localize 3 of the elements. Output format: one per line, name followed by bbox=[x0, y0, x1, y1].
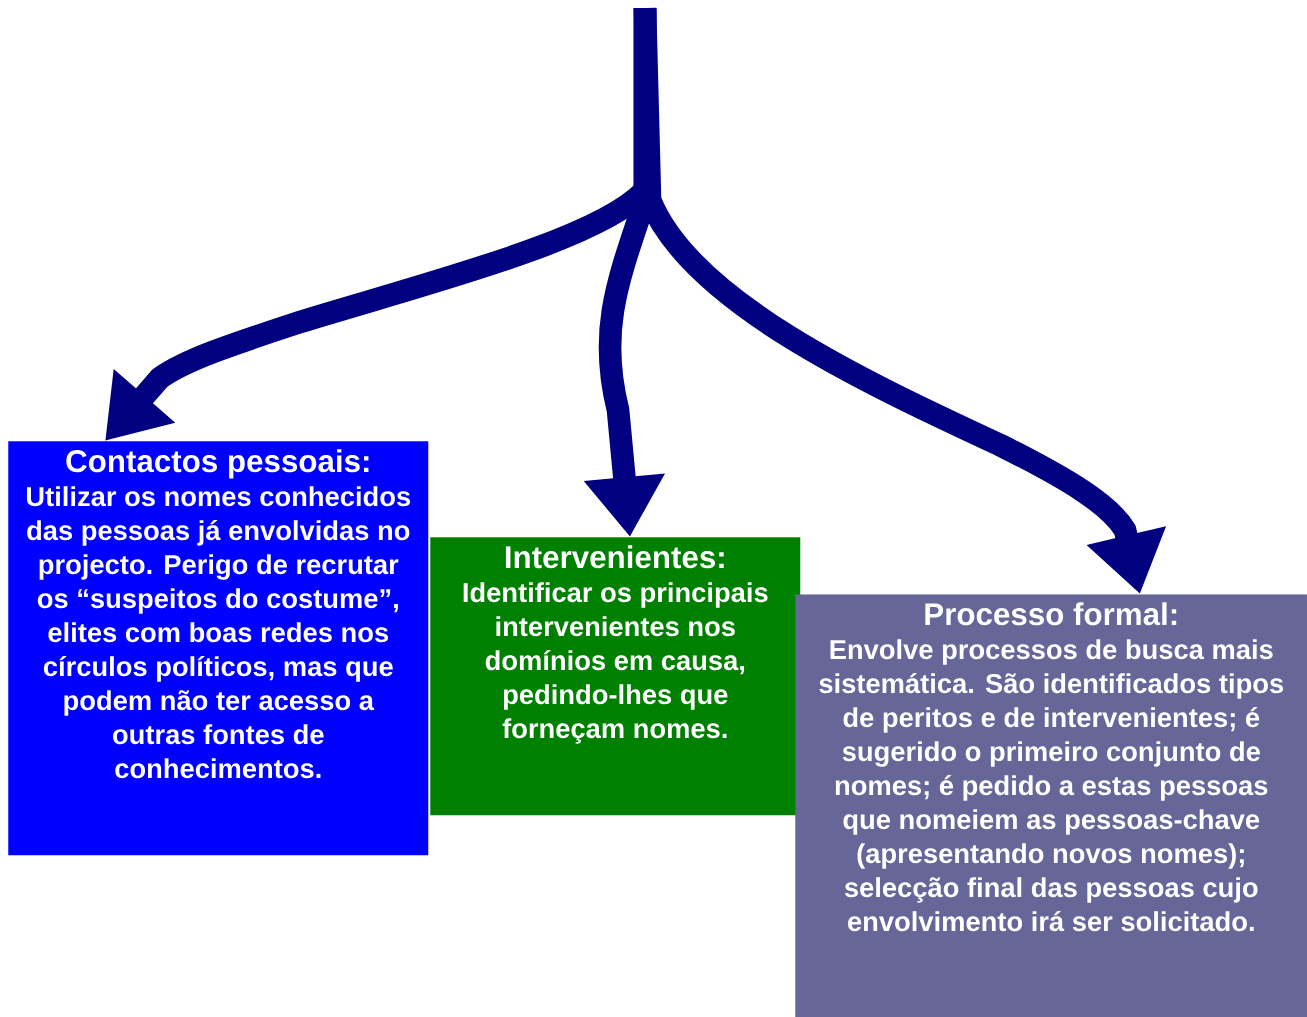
text-box: Contactos pessoais: Utilizar os nomes conhecidos das pessoas já envolvidas no projecto. Perigo de recrutar os “suspeitos do costume”, elites com boas redes nos círculos políticos, mas que podem não ter acesso a outras fontes de conhecimentos. bbox=[8, 441, 429, 856]
text-box: Processo formal: Envolve processos de busca mais sistemática. São identificados tipos de peritos e de intervenientes; é sugerido o primeiro conjunto de nomes; é pedido a estas pessoas que nomeiem as pessoas-chave (apresentando novos nomes); selecção final das pessoas cujo envolvimento irá ser solicitado. bbox=[795, 594, 1307, 1017]
text-box: Intervenientes: Identificar os principais intervenientes nos domínios em causa, pedindo-lhes que forneçam nomes. bbox=[430, 537, 801, 816]
